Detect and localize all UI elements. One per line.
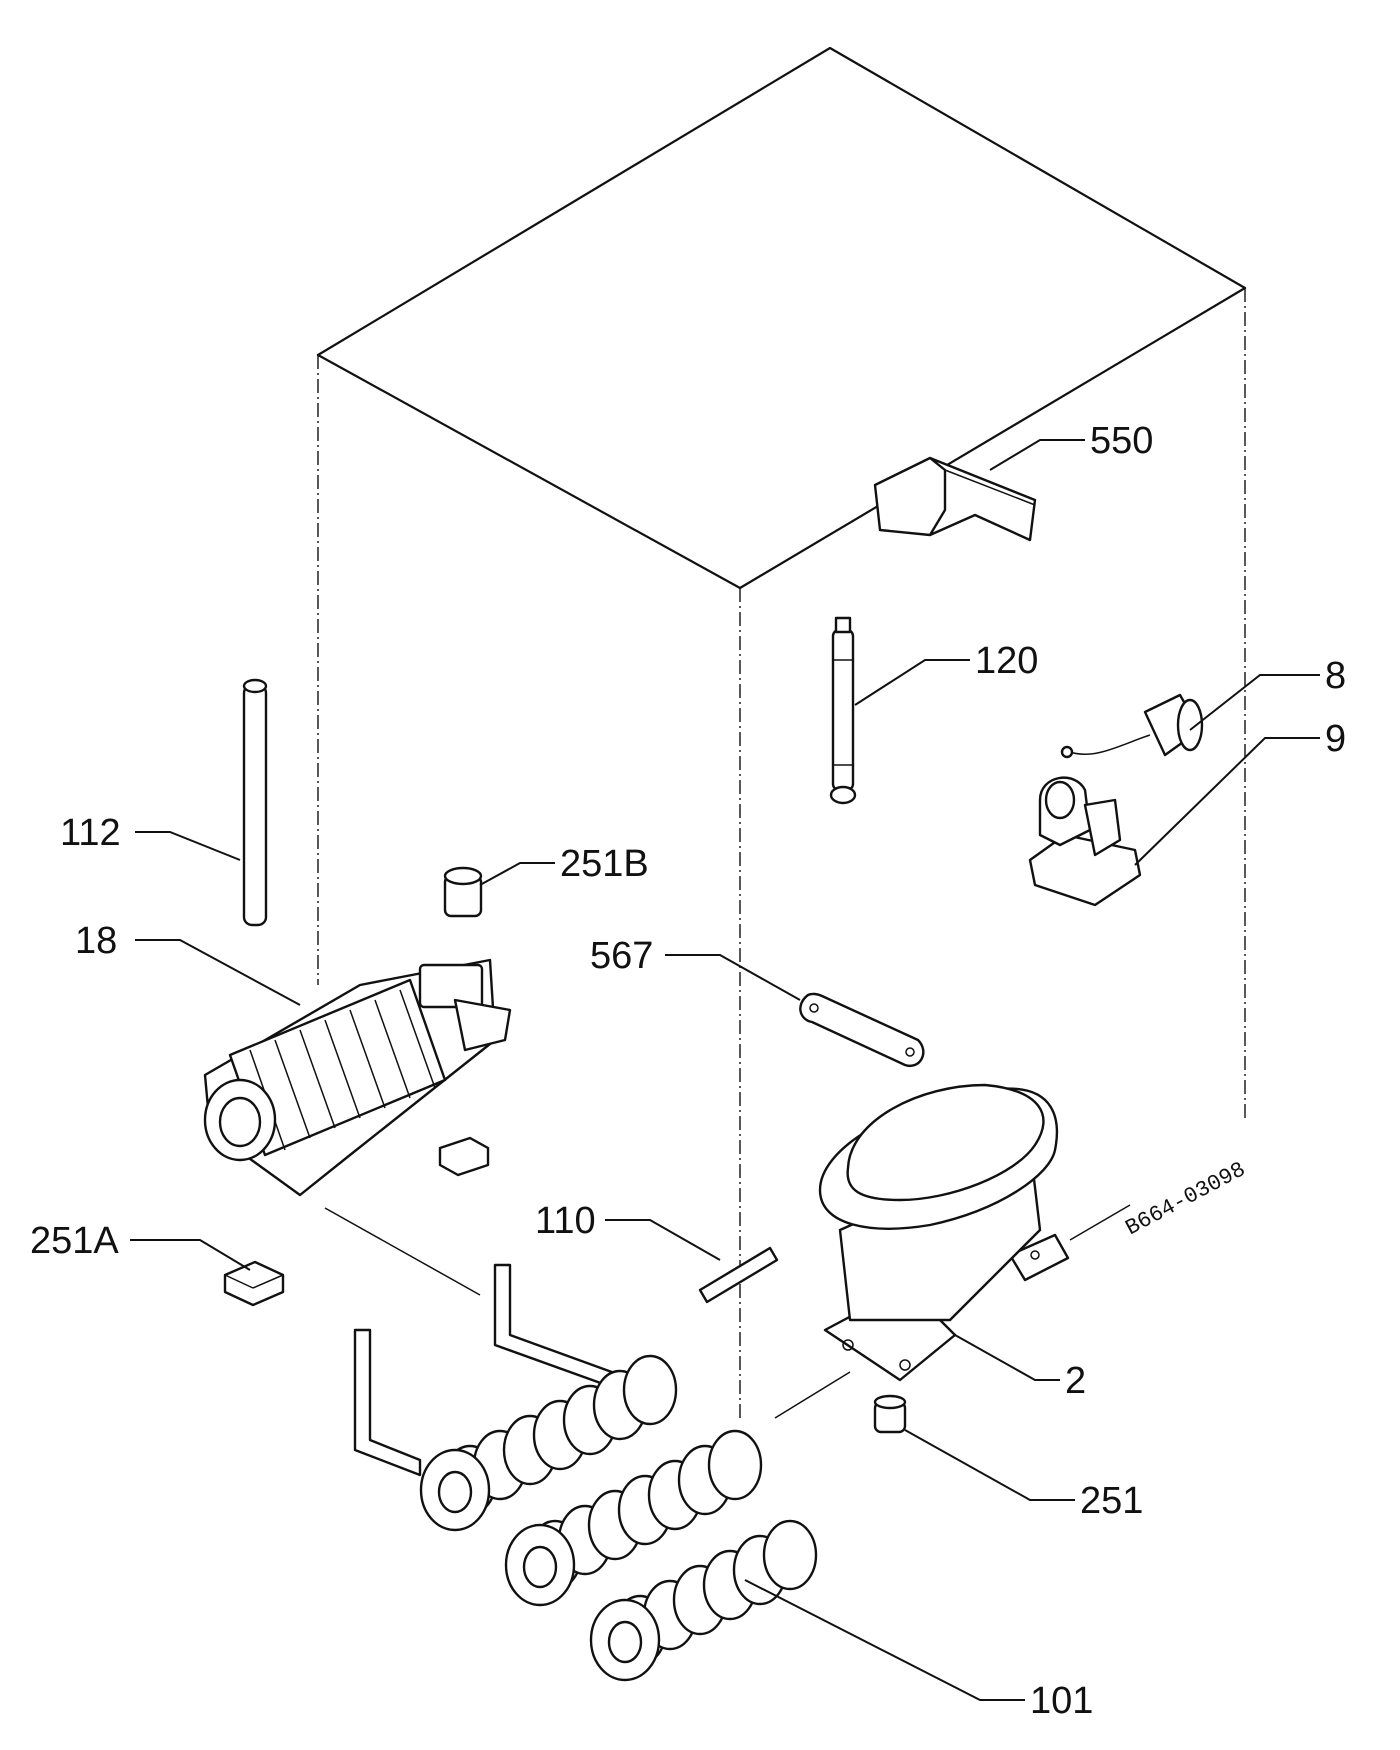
- part-101-condenser-coil: [353, 1263, 818, 1682]
- part-251-grommet: [873, 1394, 907, 1434]
- label-112: 112: [60, 812, 121, 854]
- part-112-tube: [242, 678, 268, 927]
- part-8-lamp-socket: [1060, 693, 1204, 759]
- cabinet-outline: [316, 46, 1247, 1420]
- part-251A-block: [223, 1260, 285, 1307]
- label-251A: 251A: [30, 1220, 119, 1262]
- part-120-tube: [829, 616, 857, 805]
- part-labels: 550 120 8 9 112 251B 567 18 110 251A 2 2…: [30, 420, 1346, 1722]
- coil-row-2: [504, 1429, 763, 1607]
- label-9: 9: [1325, 718, 1346, 760]
- label-550: 550: [1090, 420, 1153, 462]
- part-567-bar: [799, 992, 925, 1068]
- block-piece: [438, 1136, 490, 1177]
- label-251B: 251B: [560, 843, 649, 885]
- label-18: 18: [75, 920, 117, 962]
- drawing-code: B664-03098: [1122, 1157, 1250, 1241]
- label-101: 101: [1030, 1680, 1093, 1722]
- label-2: 2: [1065, 1360, 1086, 1402]
- label-251: 251: [1080, 1480, 1143, 1522]
- part-2-compressor: [818, 1083, 1070, 1382]
- label-110: 110: [535, 1200, 596, 1242]
- label-8: 8: [1325, 655, 1346, 697]
- part-251B-grommet: [443, 866, 483, 918]
- label-120: 120: [975, 640, 1038, 682]
- coil-row-3: [589, 1519, 818, 1682]
- part-110-pin: [698, 1246, 779, 1304]
- part-18-fan-motor: [203, 958, 512, 1197]
- coil-row-1: [419, 1354, 678, 1532]
- label-567: 567: [590, 935, 653, 977]
- part-9-thermostat: [1028, 776, 1142, 907]
- part-550-bracket: [873, 456, 1037, 542]
- leader-lines: [130, 439, 1320, 1701]
